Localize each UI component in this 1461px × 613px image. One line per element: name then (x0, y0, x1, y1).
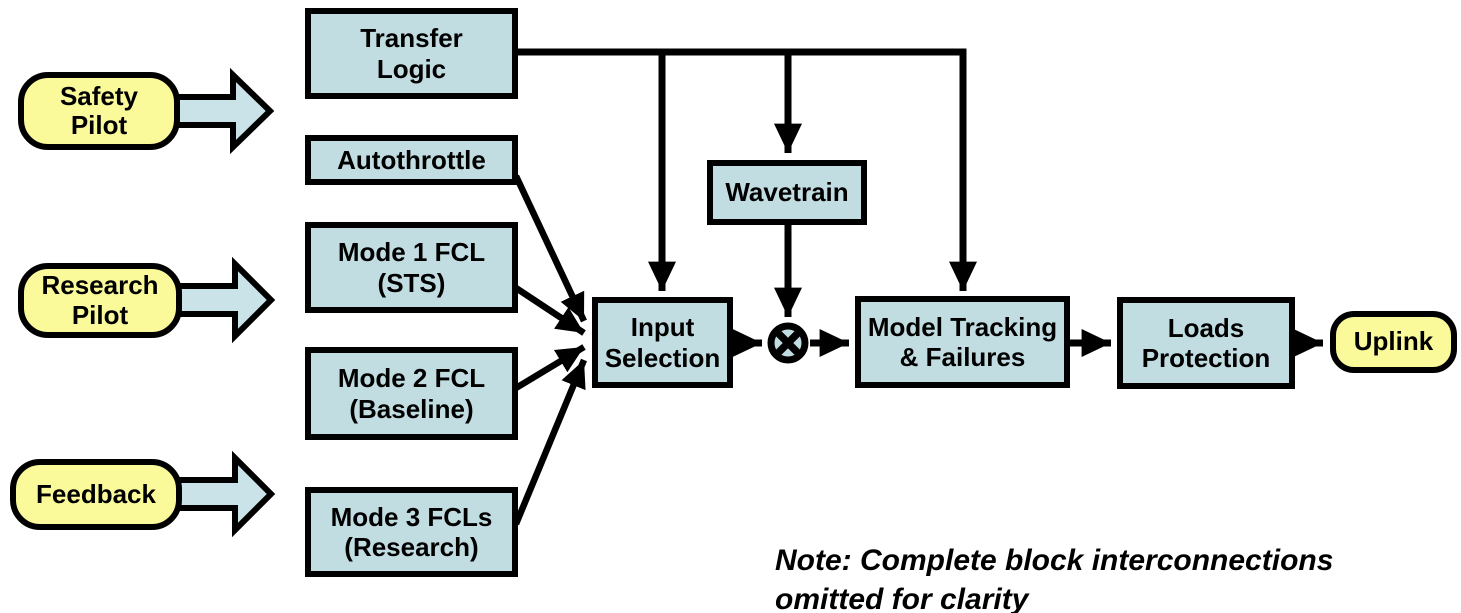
block-mode2-fcl: Mode 2 FCL (Baseline) (305, 347, 518, 440)
block-model-tracking-failures: Model Tracking & Failures (855, 296, 1070, 388)
block-autothrottle: Autothrottle (305, 135, 518, 185)
arrow-mode2-to-inputselection (514, 344, 586, 391)
pill-research-pilot: Research Pilot (18, 263, 182, 338)
arrow-mode3-to-inputselection (512, 358, 588, 526)
block-loads-protection: Loads Protection (1117, 297, 1295, 389)
block-mode3-fcls-label: Mode 3 FCLs (Research) (330, 501, 493, 562)
pill-feedback-label: Feedback (36, 478, 156, 509)
multiplier-junction-icon (767, 322, 809, 364)
pill-uplink-label: Uplink (1353, 326, 1434, 357)
pill-safety-pilot-label: Safety Pilot (59, 80, 139, 140)
diagram-note: Note: Complete block interconnections om… (775, 544, 1334, 613)
block-mode2-fcl-label: Mode 2 FCL (Baseline) (337, 363, 486, 424)
safety-pilot-block-arrow (173, 67, 275, 155)
block-mode1-fcl: Mode 1 FCL (STS) (305, 222, 518, 313)
block-mode3-fcls: Mode 3 FCLs (Research) (305, 487, 518, 577)
block-transfer-logic: Transfer Logic (305, 8, 518, 99)
block-input-selection-label: Input Selection (604, 312, 721, 373)
block-mode1-fcl-label: Mode 1 FCL (STS) (337, 237, 486, 298)
block-transfer-logic-label: Transfer Logic (360, 23, 463, 84)
pill-safety-pilot: Safety Pilot (18, 72, 180, 150)
pill-uplink: Uplink (1330, 311, 1457, 373)
pill-research-pilot-label: Research Pilot (41, 270, 159, 330)
arrow-mode1-to-inputselection (514, 285, 586, 336)
block-wavetrain: Wavetrain (707, 160, 867, 225)
arrow-autothrottle-to-inputselection (513, 174, 587, 323)
block-model-tracking-failures-label: Model Tracking & Failures (867, 311, 1058, 372)
block-input-selection: Input Selection (592, 297, 733, 388)
block-wavetrain-label: Wavetrain (725, 177, 849, 208)
pill-feedback: Feedback (10, 459, 182, 530)
research-pilot-block-arrow (175, 256, 276, 344)
feedback-block-arrow (175, 450, 276, 538)
block-loads-protection-label: Loads Protection (1141, 312, 1271, 373)
block-autothrottle-label: Autothrottle (337, 144, 486, 175)
